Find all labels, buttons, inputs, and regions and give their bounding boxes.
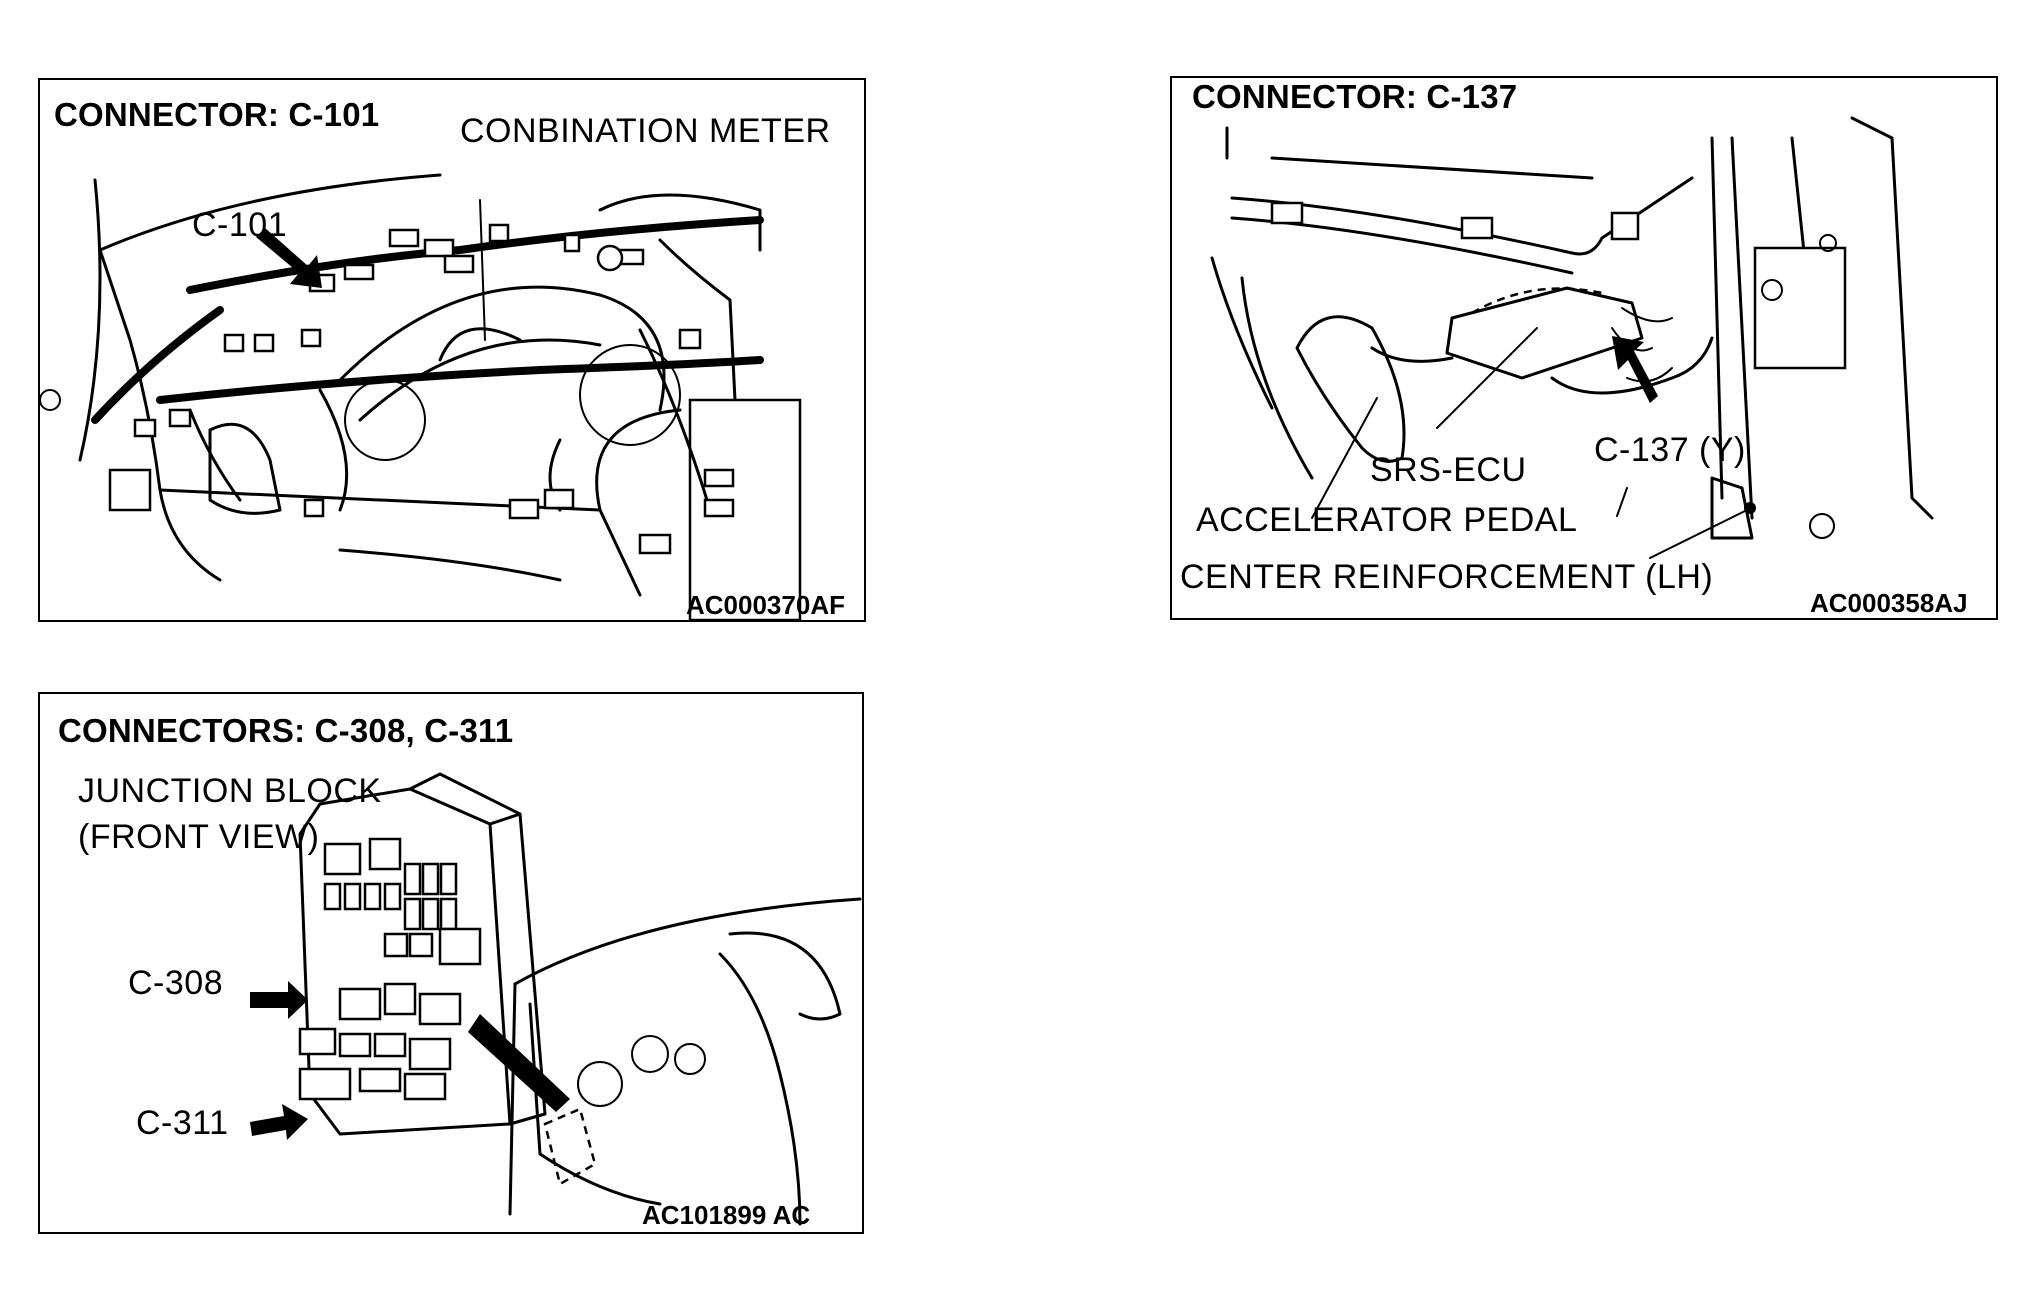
combination-meter-label: CONBINATION METER [460, 112, 831, 150]
panel-title: CONNECTOR: C-101 [54, 96, 380, 133]
center-reinforcement-label: CENTER REINFORCEMENT (LH) [1180, 558, 1714, 596]
connector-c308-label: C-308 [128, 964, 224, 1002]
figure-code: AC000358AJ [1810, 588, 1968, 618]
panel-title: CONNECTORS: C-308, C-311 [58, 712, 514, 749]
connector-c137-label: C-137 (Y) [1594, 431, 1746, 469]
panel-connector-c137: CONNECTOR: C-137 SRS-ECU C-137 (Y) ACCEL… [1170, 76, 1998, 620]
panel-connectors-c308-c311: CONNECTORS: C-308, C-311 JUNCTION BLOCK … [38, 692, 864, 1234]
figure-code: AC000370AF [686, 590, 845, 620]
junction-block-label: JUNCTION BLOCK [78, 772, 382, 810]
junction-block-illustration [250, 772, 862, 1226]
figure-code: AC101899 AC [642, 1200, 811, 1230]
srs-ecu-label: SRS-ECU [1370, 451, 1527, 489]
front-view-label: (FRONT VIEW) [78, 818, 320, 856]
connector-c311-label: C-311 [136, 1104, 229, 1142]
combination-meter-illustration [40, 173, 802, 620]
srs-ecu-illustration [1210, 116, 1934, 559]
panel-connector-c101: CONNECTOR: C-101 CONBINATION METER C-101… [38, 78, 866, 622]
connector-c101-label: C-101 [192, 206, 288, 244]
accelerator-pedal-label: ACCELERATOR PEDAL [1196, 501, 1578, 539]
panel-title: CONNECTOR: C-137 [1192, 78, 1518, 115]
